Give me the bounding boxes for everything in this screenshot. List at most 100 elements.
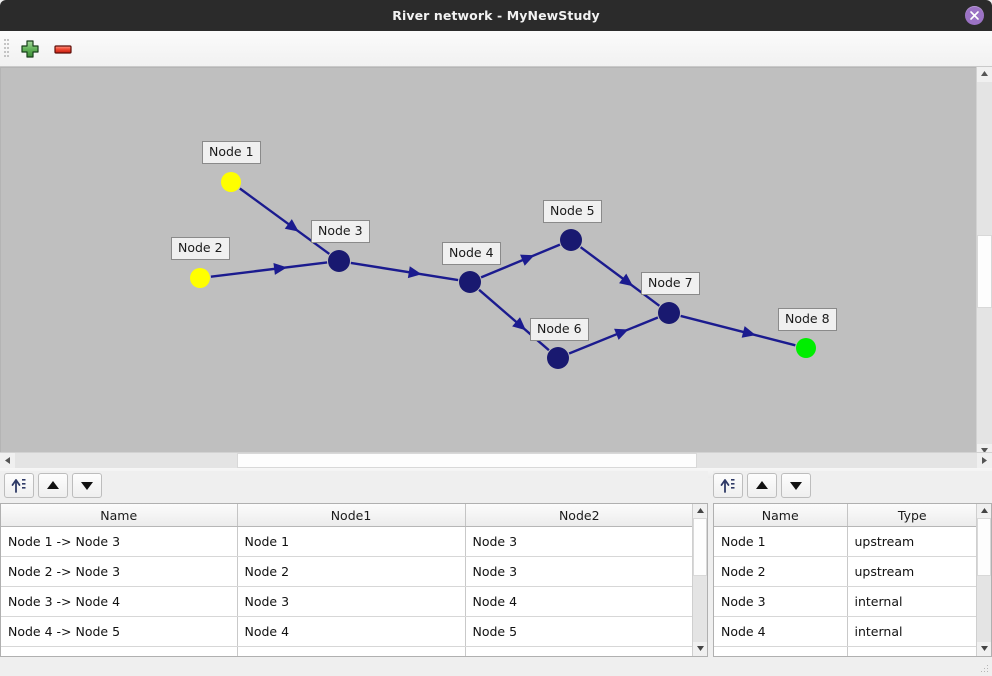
nodes-table-row-empty[interactable] bbox=[714, 646, 977, 656]
table-cell[interactable]: Node 3 bbox=[465, 526, 693, 557]
graph-node-node-8[interactable] bbox=[796, 338, 816, 358]
graph-node-node-2[interactable] bbox=[190, 268, 210, 288]
nodes-move-up-button[interactable] bbox=[747, 473, 777, 498]
reaches-vertical-scrollbar[interactable] bbox=[692, 504, 707, 656]
table-cell[interactable] bbox=[237, 646, 466, 656]
nodes-sort-button[interactable] bbox=[713, 473, 743, 498]
table-cell[interactable]: Node 4 bbox=[714, 616, 848, 647]
graph-node-node-3[interactable] bbox=[328, 250, 350, 272]
graph-node-label-node-1[interactable]: Node 1 bbox=[202, 141, 261, 164]
graph-edge[interactable] bbox=[210, 261, 328, 278]
nodes-scroll-up-icon[interactable] bbox=[977, 504, 991, 518]
graph-node-node-7[interactable] bbox=[658, 302, 680, 324]
nodes-vertical-scrollbar[interactable] bbox=[976, 504, 991, 656]
delete-node-icon[interactable] bbox=[50, 36, 76, 62]
nodes-header-row: Name Type bbox=[714, 504, 977, 527]
close-icon[interactable] bbox=[965, 6, 984, 25]
reaches-move-up-button[interactable] bbox=[38, 473, 68, 498]
table-cell[interactable]: Node 4 bbox=[237, 616, 466, 647]
graph-node-label-node-7[interactable]: Node 7 bbox=[641, 272, 700, 295]
river-network-graph[interactable]: Node 1 Node 2 Node 3 Node 4 Node 5 Node 6 Node… bbox=[0, 67, 992, 459]
table-cell[interactable]: Node 5 bbox=[465, 616, 693, 647]
table-cell[interactable]: Node 2 bbox=[237, 556, 466, 587]
table-cell[interactable] bbox=[1, 646, 238, 656]
graph-node-label-node-3[interactable]: Node 3 bbox=[311, 220, 370, 243]
graph-node-node-5[interactable] bbox=[560, 229, 582, 251]
table-cell[interactable]: Node 3 bbox=[237, 586, 466, 617]
graph-hscroll-thumb[interactable] bbox=[237, 453, 697, 468]
table-cell[interactable]: Node 1 -> Node 3 bbox=[1, 526, 238, 557]
graph-edge[interactable] bbox=[568, 316, 659, 355]
graph-edge-arrow bbox=[520, 254, 535, 266]
table-cell[interactable]: Node 4 -> Node 5 bbox=[1, 616, 238, 647]
nodes-scroll-down-icon[interactable] bbox=[977, 642, 991, 656]
graph-vscroll-thumb[interactable] bbox=[977, 235, 992, 308]
table-cell[interactable]: Node 2 -> Node 3 bbox=[1, 556, 238, 587]
graph-node-node-1[interactable] bbox=[221, 172, 241, 192]
table-cell[interactable] bbox=[847, 646, 977, 656]
reaches-column-header-name[interactable]: Name bbox=[1, 504, 238, 527]
graph-edge[interactable] bbox=[239, 187, 331, 255]
reaches-column-header-node1[interactable]: Node1 bbox=[237, 504, 466, 527]
scroll-left-icon[interactable] bbox=[0, 453, 15, 468]
table-cell[interactable]: Node 3 bbox=[714, 586, 848, 617]
table-cell[interactable]: internal bbox=[847, 586, 977, 617]
graph-edge[interactable] bbox=[579, 246, 661, 307]
graph-node-label-node-4[interactable]: Node 4 bbox=[442, 242, 501, 265]
graph-edge[interactable] bbox=[680, 314, 796, 347]
reaches-vscroll-thumb[interactable] bbox=[693, 518, 707, 576]
graph-node-label-node-6[interactable]: Node 6 bbox=[530, 318, 589, 341]
table-cell[interactable]: upstream bbox=[847, 556, 977, 587]
toolbar-grip[interactable] bbox=[4, 39, 9, 59]
nodes-vscroll-thumb[interactable] bbox=[977, 518, 991, 576]
reaches-sort-button[interactable] bbox=[4, 473, 34, 498]
table-cell[interactable]: Node 1 bbox=[714, 526, 848, 557]
table-cell[interactable]: Node 3 bbox=[465, 556, 693, 587]
table-cell[interactable] bbox=[714, 646, 848, 656]
table-cell[interactable]: Node 2 bbox=[714, 556, 848, 587]
nodes-column-header-name[interactable]: Name bbox=[714, 504, 848, 527]
reaches-scroll-down-icon[interactable] bbox=[693, 642, 707, 656]
graph-edge[interactable] bbox=[350, 261, 459, 282]
table-cell[interactable]: Node 3 -> Node 4 bbox=[1, 586, 238, 617]
graph-horizontal-scrollbar[interactable] bbox=[0, 452, 992, 468]
graph-edge-arrow bbox=[619, 273, 634, 287]
table-cell[interactable]: Node 4 bbox=[465, 586, 693, 617]
graph-vertical-scrollbar[interactable] bbox=[976, 67, 992, 459]
resize-grip[interactable] bbox=[981, 665, 989, 673]
graph-node-label-node-5[interactable]: Node 5 bbox=[543, 200, 602, 223]
reaches-column-header-node2[interactable]: Node2 bbox=[465, 504, 693, 527]
nodes-column-header-type[interactable]: Type bbox=[847, 504, 977, 527]
graph-canvas[interactable] bbox=[1, 68, 992, 459]
reaches-table-row-empty[interactable] bbox=[1, 646, 693, 656]
scroll-up-icon[interactable] bbox=[977, 67, 992, 82]
table-cell[interactable]: upstream bbox=[847, 526, 977, 557]
reaches-scroll-up-icon[interactable] bbox=[693, 504, 707, 518]
table-cell[interactable] bbox=[465, 646, 693, 656]
table-cell[interactable]: Node 1 bbox=[237, 526, 466, 557]
nodes-move-down-button[interactable] bbox=[781, 473, 811, 498]
graph-node-node-4[interactable] bbox=[459, 271, 481, 293]
vertical-splitter[interactable] bbox=[708, 478, 714, 676]
table-cell[interactable]: internal bbox=[847, 616, 977, 647]
graph-node-label-node-2[interactable]: Node 2 bbox=[171, 237, 230, 260]
scroll-right-icon[interactable] bbox=[977, 453, 992, 468]
graph-node-node-6[interactable] bbox=[547, 347, 569, 369]
add-node-icon[interactable] bbox=[17, 36, 43, 62]
graph-node-label-node-8[interactable]: Node 8 bbox=[778, 308, 837, 331]
graph-edge[interactable] bbox=[480, 243, 561, 279]
reaches-move-down-button[interactable] bbox=[72, 473, 102, 498]
